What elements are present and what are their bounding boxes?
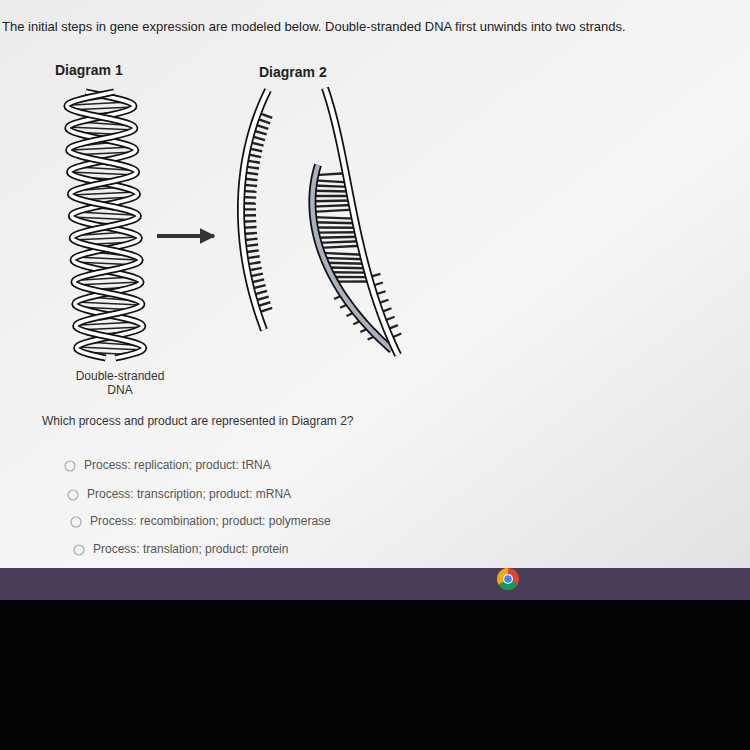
radio-buttons [65, 461, 84, 555]
process-arrow [157, 234, 214, 238]
unwound-dna [241, 88, 401, 355]
double-helix [67, 92, 144, 358]
answer-option: Process: translation; product: protein [93, 543, 393, 557]
answer-option: Process: replication; product: tRNA [84, 459, 384, 473]
answer-option: Process: transcription; product: mRNA [87, 488, 387, 502]
screen-ground [0, 0, 750, 568]
question-text: Which process and product are represente… [42, 415, 462, 429]
taskbar [0, 568, 750, 600]
answer-option: Process: recombination; product: polymer… [90, 515, 410, 529]
caption-label: Double-stranded DNA [70, 370, 170, 398]
dark-bezel [0, 600, 750, 750]
question-intro: The initial steps in gene expression are… [2, 19, 742, 34]
diagram-label: Diagram 1 [55, 62, 165, 78]
chrome-icon [497, 568, 519, 590]
diagram-label: Diagram 2 [259, 64, 369, 80]
